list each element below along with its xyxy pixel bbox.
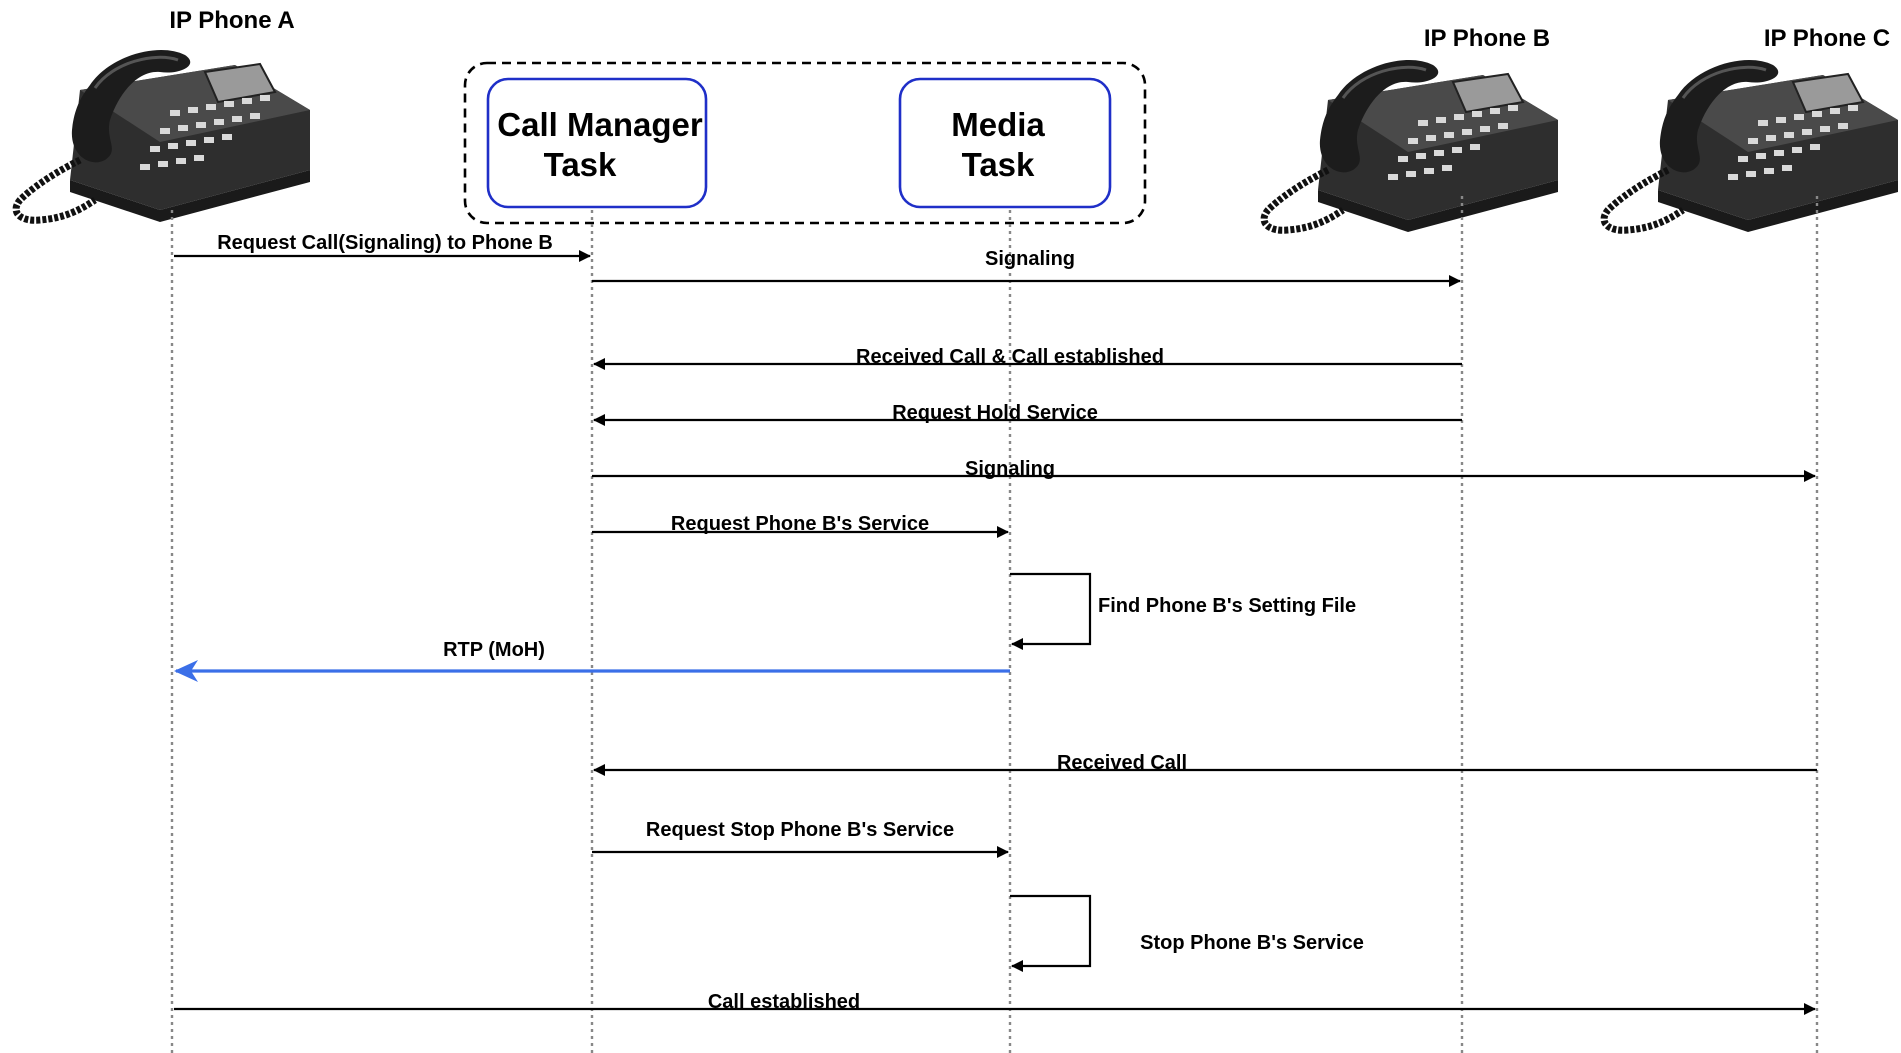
- message-label-request-hold: Request Hold Service: [892, 402, 1098, 424]
- message-label-signaling-c: Signaling: [965, 458, 1055, 480]
- media-task-title: Media: [951, 106, 1045, 143]
- actor-title-phone-c: IP Phone C: [1764, 25, 1890, 52]
- call-manager-task-box: [486, 77, 708, 209]
- call-manager-task-subtitle: Task: [544, 146, 617, 183]
- self-message-find-setting-file: [1010, 572, 1092, 650]
- message-label-stop-service: Stop Phone B's Service: [1140, 932, 1364, 954]
- message-label-find-setting-file: Find Phone B's Setting File: [1098, 595, 1356, 617]
- actor-title-phone-a: IP Phone A: [169, 7, 294, 34]
- message-label-request-phone-b-service: Request Phone B's Service: [671, 513, 929, 535]
- message-label-received-call-c: Received Call: [1057, 752, 1187, 774]
- message-label-request-call: Request Call(Signaling) to Phone B: [217, 232, 553, 254]
- media-task-subtitle: Task: [962, 146, 1035, 183]
- media-task-box: [898, 77, 1112, 209]
- desk-phone-icon: [1264, 60, 1558, 232]
- desk-phone-icon: [1604, 60, 1898, 232]
- desk-phone-icon: [16, 50, 310, 222]
- call-manager-task-title: Call Manager: [497, 106, 703, 143]
- actor-title-phone-b: IP Phone B: [1424, 25, 1550, 52]
- message-label-received-call-established: Received Call & Call established: [856, 346, 1164, 368]
- message-label-request-stop-service: Request Stop Phone B's Service: [646, 819, 954, 841]
- message-label-signaling-b: Signaling: [985, 248, 1075, 270]
- message-label-call-established: Call established: [708, 991, 860, 1013]
- message-label-rtp-moh: RTP (MoH): [443, 639, 545, 661]
- server-group-boundary: [463, 61, 1147, 225]
- self-message-stop-service: [1010, 894, 1092, 972]
